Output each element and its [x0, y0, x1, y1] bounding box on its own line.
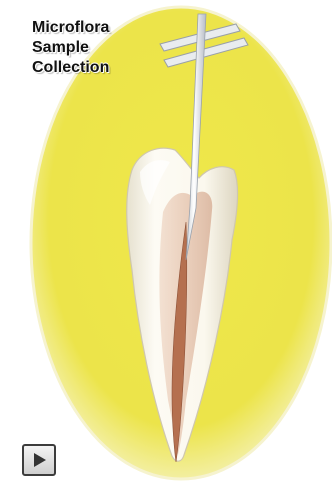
title-line-3: Collection: [32, 58, 109, 78]
diagram-title: Microflora Sample Collection: [32, 18, 109, 78]
title-line-2: Sample: [32, 38, 109, 58]
play-button[interactable]: [22, 444, 56, 476]
title-line-1: Microflora: [32, 18, 109, 38]
play-icon: [34, 453, 46, 467]
